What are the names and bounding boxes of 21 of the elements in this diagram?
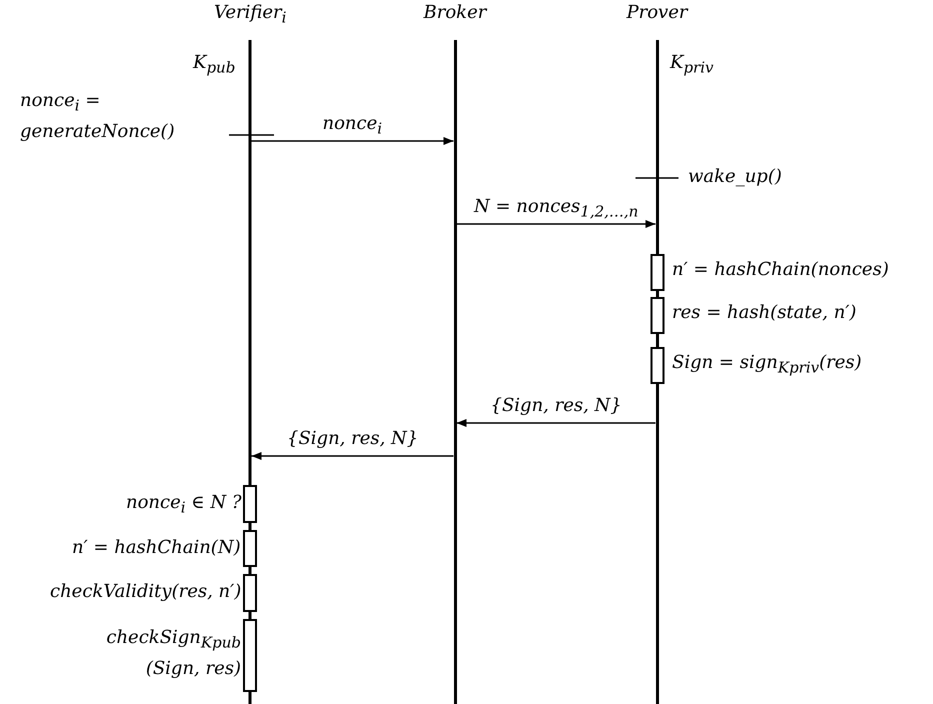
message-arrow (252, 452, 454, 460)
edge-label: nonce$_{i}$ (322, 113, 382, 140)
step-label: checkValidity(res, n′) (50, 581, 242, 603)
step-label: n′ = hashChain(nonces) (672, 259, 889, 281)
step-label: nonce$_{i}$ = generateNonce() (20, 89, 176, 144)
participant-heading: Verifier$_{i}$ (214, 2, 286, 29)
step-label: res = hash(state, n′) (672, 302, 856, 324)
message-arrow (456, 419, 656, 427)
message-arrow (252, 137, 454, 145)
step-label: Sign = sign$_{K}$$_{priv}$(res) (672, 352, 862, 379)
edge-label: {Sign, res, N} (287, 428, 418, 450)
step-label: n′ = hashChain(N) (72, 537, 241, 559)
key-label: K$_{pub}$ (193, 52, 236, 79)
participant-heading: Prover (626, 2, 688, 24)
key-label: K$_{priv}$ (670, 52, 714, 79)
step-label: wake_up() (688, 166, 782, 188)
participant-heading: Broker (424, 2, 486, 24)
edge-label: N = nonces$_{1,2,…,n}$ (474, 196, 638, 223)
step-label: nonce$_{i}$ ∈ N ? (126, 492, 242, 519)
edge-label: {Sign, res, N} (490, 395, 622, 417)
message-arrow (456, 220, 656, 228)
